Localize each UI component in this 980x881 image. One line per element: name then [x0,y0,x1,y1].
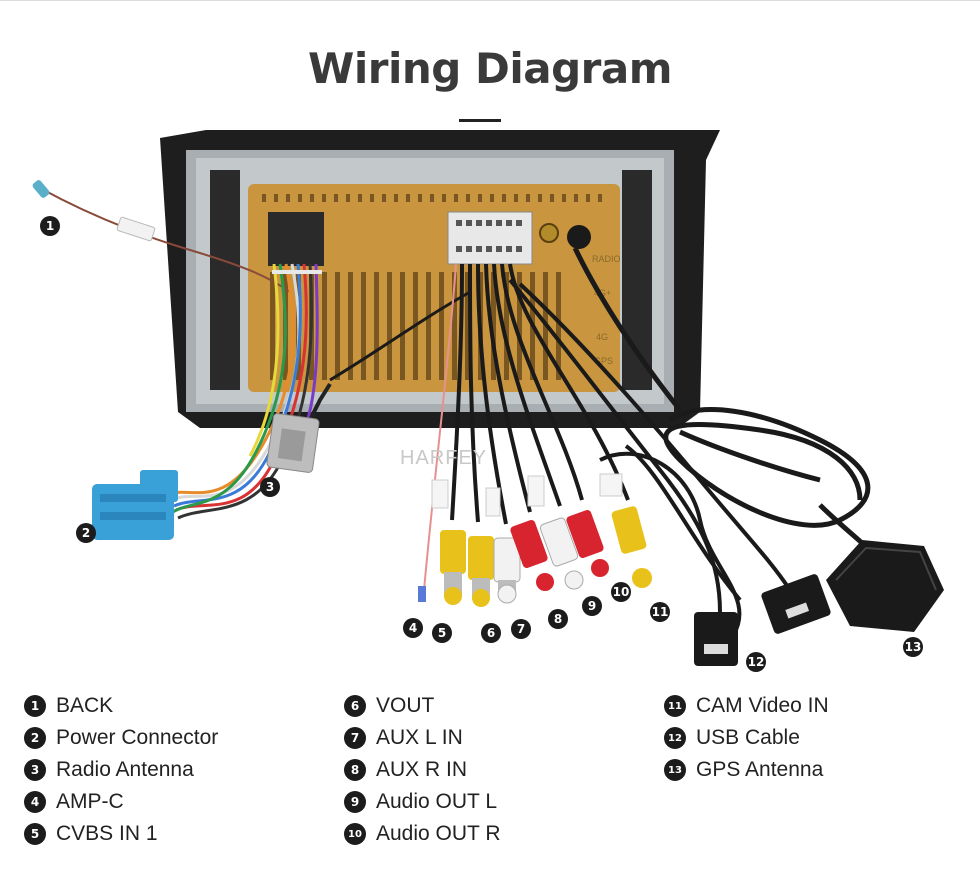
legend-item: 13 GPS Antenna [664,754,829,786]
number-badge: 9 [344,791,366,813]
legend-item: 3 Radio Antenna [24,754,218,786]
callout-2: 2 [76,523,96,543]
legend-label: VOUT [376,694,435,717]
gps-socket [567,225,591,249]
legend-label: Audio OUT R [376,822,501,845]
legend-item: 9 Audio OUT L [344,786,501,818]
callout-9: 9 [582,596,602,616]
main-harness-socket [268,212,324,266]
number-badge: 13 [664,759,686,781]
av-socket [447,211,533,265]
callout-badges: 1 2 3 4 5 6 7 8 9 10 11 12 13 [40,216,923,672]
callout-7: 7 [511,619,531,639]
svg-text:4: 4 [409,621,417,635]
legend-label: AMP-C [56,790,124,813]
callout-11: 11 [650,602,670,622]
legend-label: Audio OUT L [376,790,498,813]
legend-column-3: 11 CAM Video IN 12 USB Cable 13 GPS Antenna [664,690,829,786]
wiring-diagram-illustration: RADIO 4G+ 4G GPS [32,130,944,672]
callout-8: 8 [548,609,568,629]
number-badge: 2 [24,727,46,749]
antenna-adaptor [266,382,332,473]
svg-text:5: 5 [438,626,446,640]
callout-5: 5 [432,623,452,643]
legend-label: BACK [56,694,114,717]
number-badge: 5 [24,823,46,845]
legend-label: Radio Antenna [56,758,194,781]
back-wire [39,187,291,293]
title-underline [459,119,501,122]
svg-text:6: 6 [487,626,495,640]
number-badge: 6 [344,695,366,717]
legend-label: AUX L IN [376,726,463,749]
legend-label: CAM Video IN [696,694,829,717]
legend-column-2: 6 VOUT 7 AUX L IN 8 AUX R IN 9 Audio OUT L 1… [344,690,501,850]
legend-item: 1 BACK [24,690,218,722]
legend-label: Power Connector [56,726,219,749]
legend-item: 11 CAM Video IN [664,690,829,722]
label-gps: GPS [594,356,613,366]
number-badge: 3 [24,759,46,781]
power-connector-block [92,470,178,540]
callout-4: 4 [403,618,423,638]
svg-text:10: 10 [613,585,630,599]
legend-label: AUX R IN [376,758,468,781]
label-4gplus: 4G+ [594,288,611,298]
number-badge: 8 [344,759,366,781]
number-badge: 4 [24,791,46,813]
legend-item: 5 CVBS IN 1 [24,818,218,850]
svg-text:11: 11 [652,605,669,619]
usb-plug-1 [694,612,738,666]
legend-item: 8 AUX R IN [344,754,501,786]
svg-text:8: 8 [554,612,562,626]
label-radio: RADIO [592,254,621,264]
legend-item: 10 Audio OUT R [344,818,501,850]
number-badge: 10 [344,823,366,845]
legend-item: 6 VOUT [344,690,501,722]
svg-text:13: 13 [905,640,922,654]
usb-plug-2 [761,574,831,634]
legend-item: 2 Power Connector [24,722,218,754]
legend-item: 7 AUX L IN [344,722,501,754]
legend-item: 12 USB Cable [664,722,829,754]
callout-6: 6 [481,623,501,643]
number-badge: 7 [344,727,366,749]
label-4g: 4G [596,332,608,342]
rca-plugs [440,506,652,607]
legend-label: GPS Antenna [696,758,824,781]
number-badge: 11 [664,695,686,717]
callout-12: 12 [746,652,766,672]
svg-text:12: 12 [748,655,765,669]
watermark: HARFEY [400,447,487,469]
radio-socket [539,223,559,243]
top-rule [0,0,980,1]
number-badge: 12 [664,727,686,749]
legend-label: CVBS IN 1 [56,822,158,845]
callout-13: 13 [903,637,923,657]
svg-text:1: 1 [46,219,54,233]
svg-text:9: 9 [588,599,596,613]
legend-label: USB Cable [696,726,800,749]
callout-10: 10 [611,582,631,602]
svg-text:2: 2 [82,526,90,540]
gps-antenna-puck [826,540,944,632]
page-title: Wiring Diagram [308,44,672,93]
legend-item: 4 AMP-C [24,786,218,818]
svg-text:3: 3 [266,480,274,494]
number-badge: 1 [24,695,46,717]
svg-text:7: 7 [517,622,525,636]
callout-1: 1 [40,216,60,236]
callout-3: 3 [260,477,280,497]
